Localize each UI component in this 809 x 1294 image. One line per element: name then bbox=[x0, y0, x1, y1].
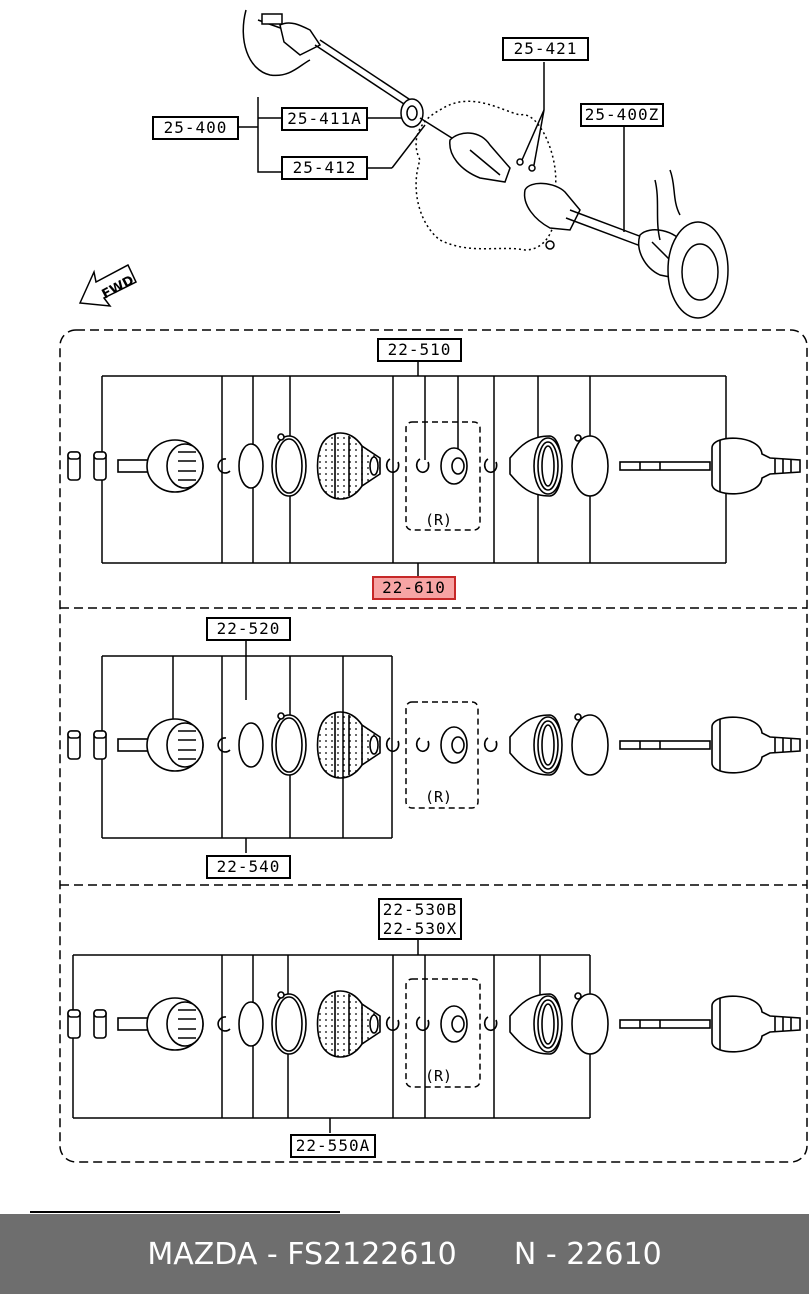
sections-frame bbox=[59, 329, 808, 1163]
part-label-25-421[interactable]: 25-421 bbox=[502, 37, 589, 61]
r-marker-3: (R) bbox=[425, 1067, 453, 1085]
r-marker-2: (R) bbox=[425, 788, 453, 806]
part-label-22-610-highlighted[interactable]: 22-610 bbox=[372, 576, 456, 600]
part-label-25-400z[interactable]: 25-400Z bbox=[580, 103, 664, 127]
part-label-22-520[interactable]: 22-520 bbox=[206, 617, 291, 641]
part-label-22-530b: 22-530B bbox=[382, 900, 458, 919]
part-label-22-530b-22-530x[interactable]: 22-530B 22-530X bbox=[378, 898, 462, 940]
part-label-22-530x: 22-530X bbox=[382, 919, 458, 938]
part-label-25-411a[interactable]: 25-411A bbox=[281, 107, 368, 131]
part-label-22-510[interactable]: 22-510 bbox=[377, 338, 462, 362]
footer-gap bbox=[457, 1237, 514, 1272]
footer-diagram-ref: N - 22610 bbox=[513, 1236, 662, 1272]
vehicle-assembly-illustration bbox=[237, 9, 729, 319]
forward-arrow-icon: FWD bbox=[78, 263, 137, 307]
part-label-22-550a[interactable]: 22-550A bbox=[290, 1134, 376, 1158]
section-1-kit bbox=[101, 360, 727, 578]
parts-diagram: FWD bbox=[30, 9, 808, 1213]
part-label-25-412[interactable]: 25-412 bbox=[281, 156, 368, 180]
r-marker-1: (R) bbox=[425, 511, 453, 529]
footer-bar: MAZDA - FS2122610 N - 22610 bbox=[0, 1214, 809, 1294]
footer-part-number: MAZDA - FS2122610 bbox=[147, 1236, 457, 1272]
part-label-25-400[interactable]: 25-400 bbox=[152, 116, 239, 140]
part-label-22-540[interactable]: 22-540 bbox=[206, 855, 291, 879]
